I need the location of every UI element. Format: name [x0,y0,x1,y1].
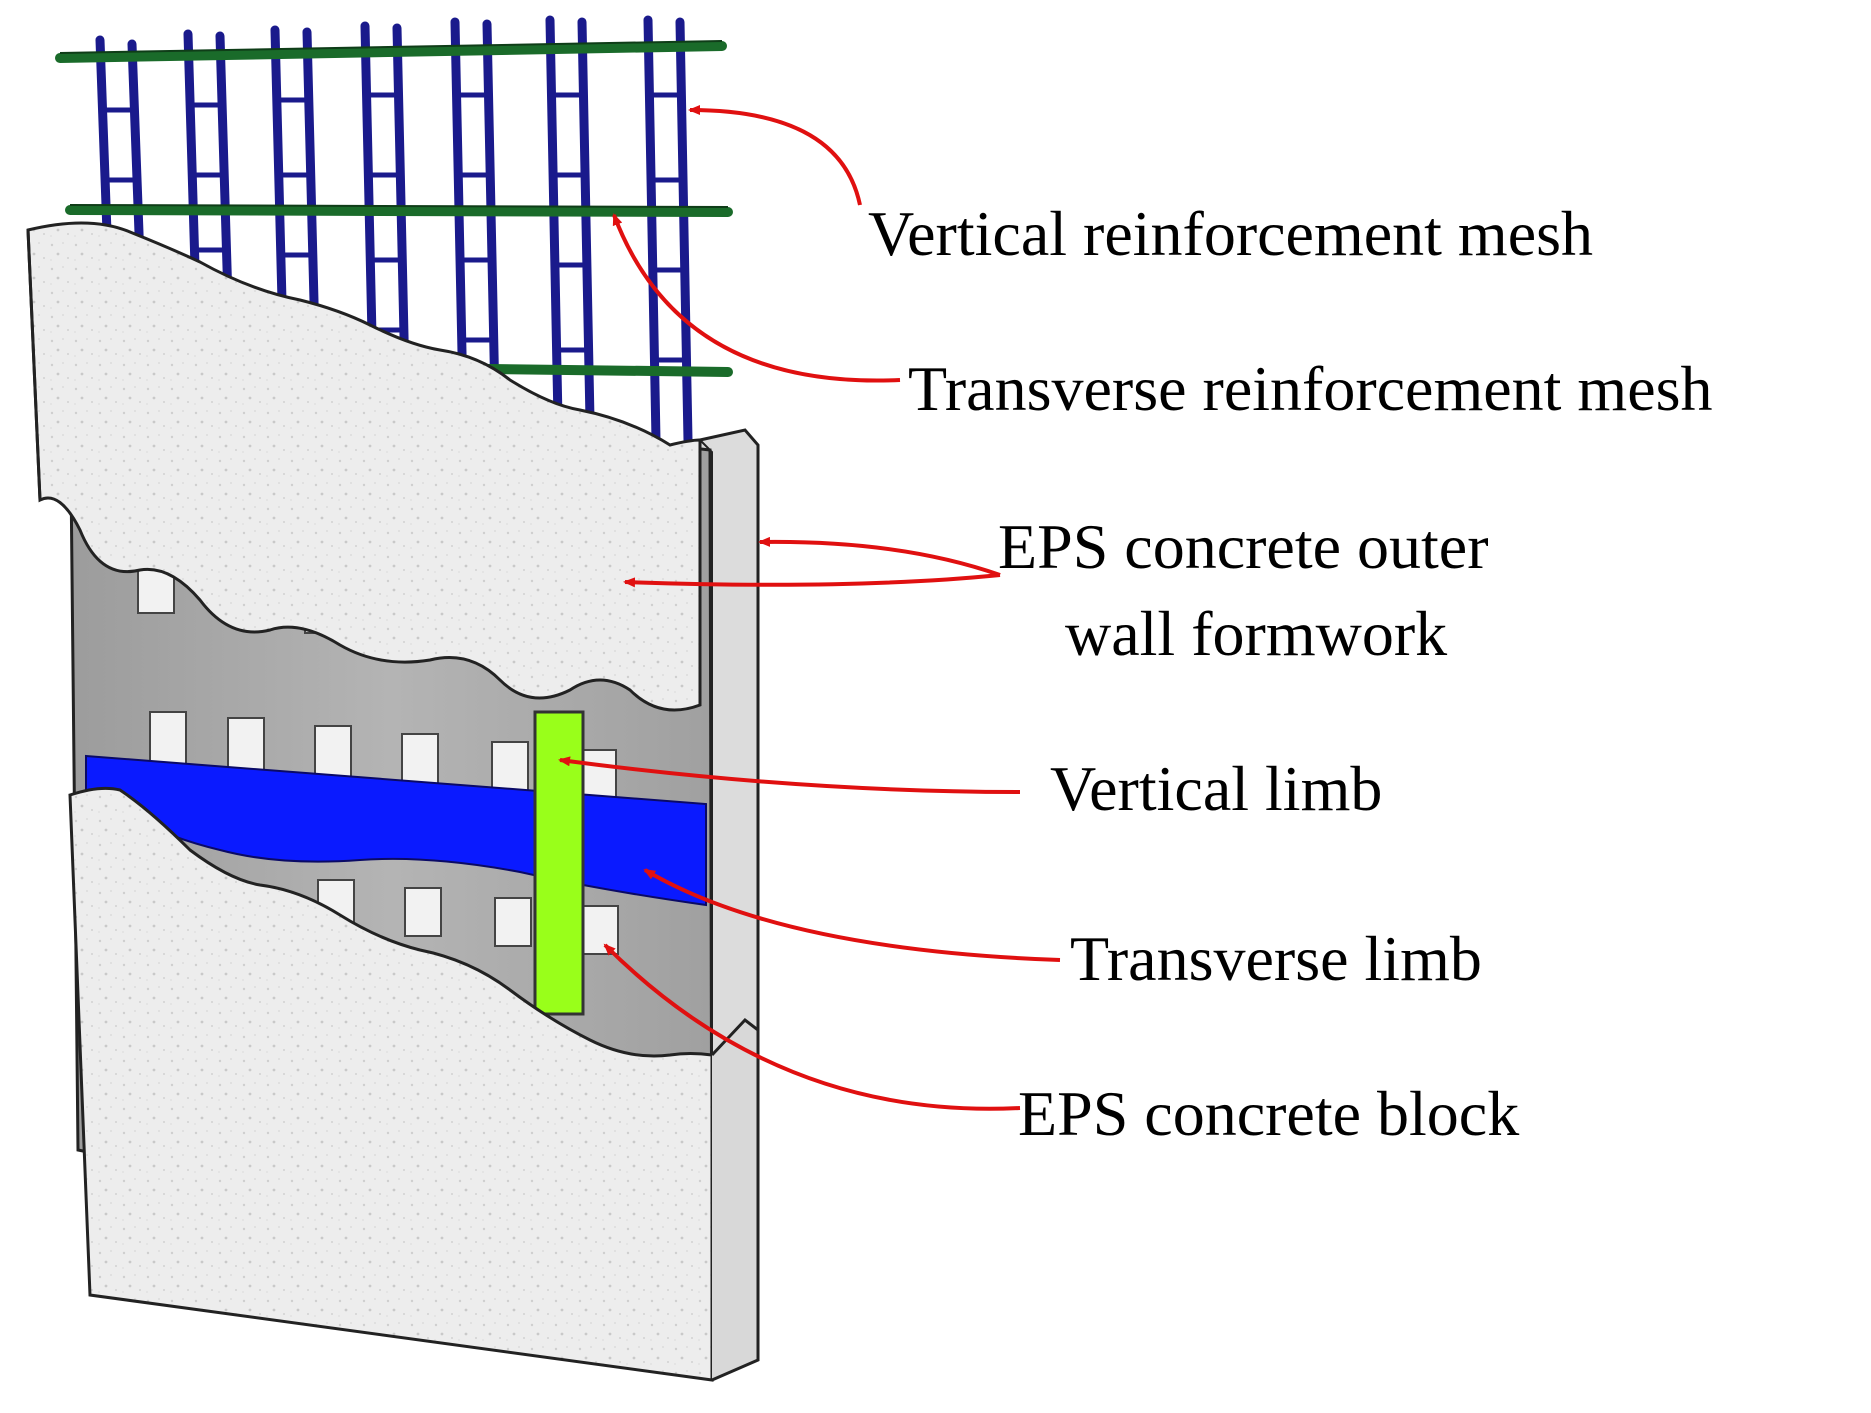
arrow-vertical-mesh [688,105,862,206]
arrow-formwork-face [623,573,1001,588]
reinforcement-mesh [55,15,733,445]
eps-formwork-panel-upper [26,221,702,712]
transverse-bar-outlines [59,40,729,208]
label-transverse-reinforcement-mesh: Transverse reinforcement mesh [908,353,1713,424]
label-transverse-limb: Transverse limb [1070,923,1482,994]
leader-arrows [558,105,1061,1111]
vertical-bar-ties [102,92,687,363]
label-vertical-limb: Vertical limb [1050,753,1382,824]
arrow-vertical-limb [558,756,1021,794]
arrow-formwork-side [758,536,1001,577]
label-eps-formwork-line2: wall formwork [1065,598,1447,669]
arrow-transverse-limb [643,868,1061,962]
vertical-limb [533,710,585,1016]
arrow-transverse-mesh [612,213,901,383]
eps-concrete-block-lower [68,786,760,1382]
callout-labels: Vertical reinforcement mesh Transverse r… [868,198,1713,1149]
label-eps-concrete-block: EPS concrete block [1018,1078,1519,1149]
label-eps-formwork-line1: EPS concrete outer [998,511,1489,582]
vertical-reinforcement-bars [95,15,693,445]
label-vertical-reinforcement-mesh: Vertical reinforcement mesh [868,198,1593,269]
arrow-eps-block [603,943,1021,1111]
